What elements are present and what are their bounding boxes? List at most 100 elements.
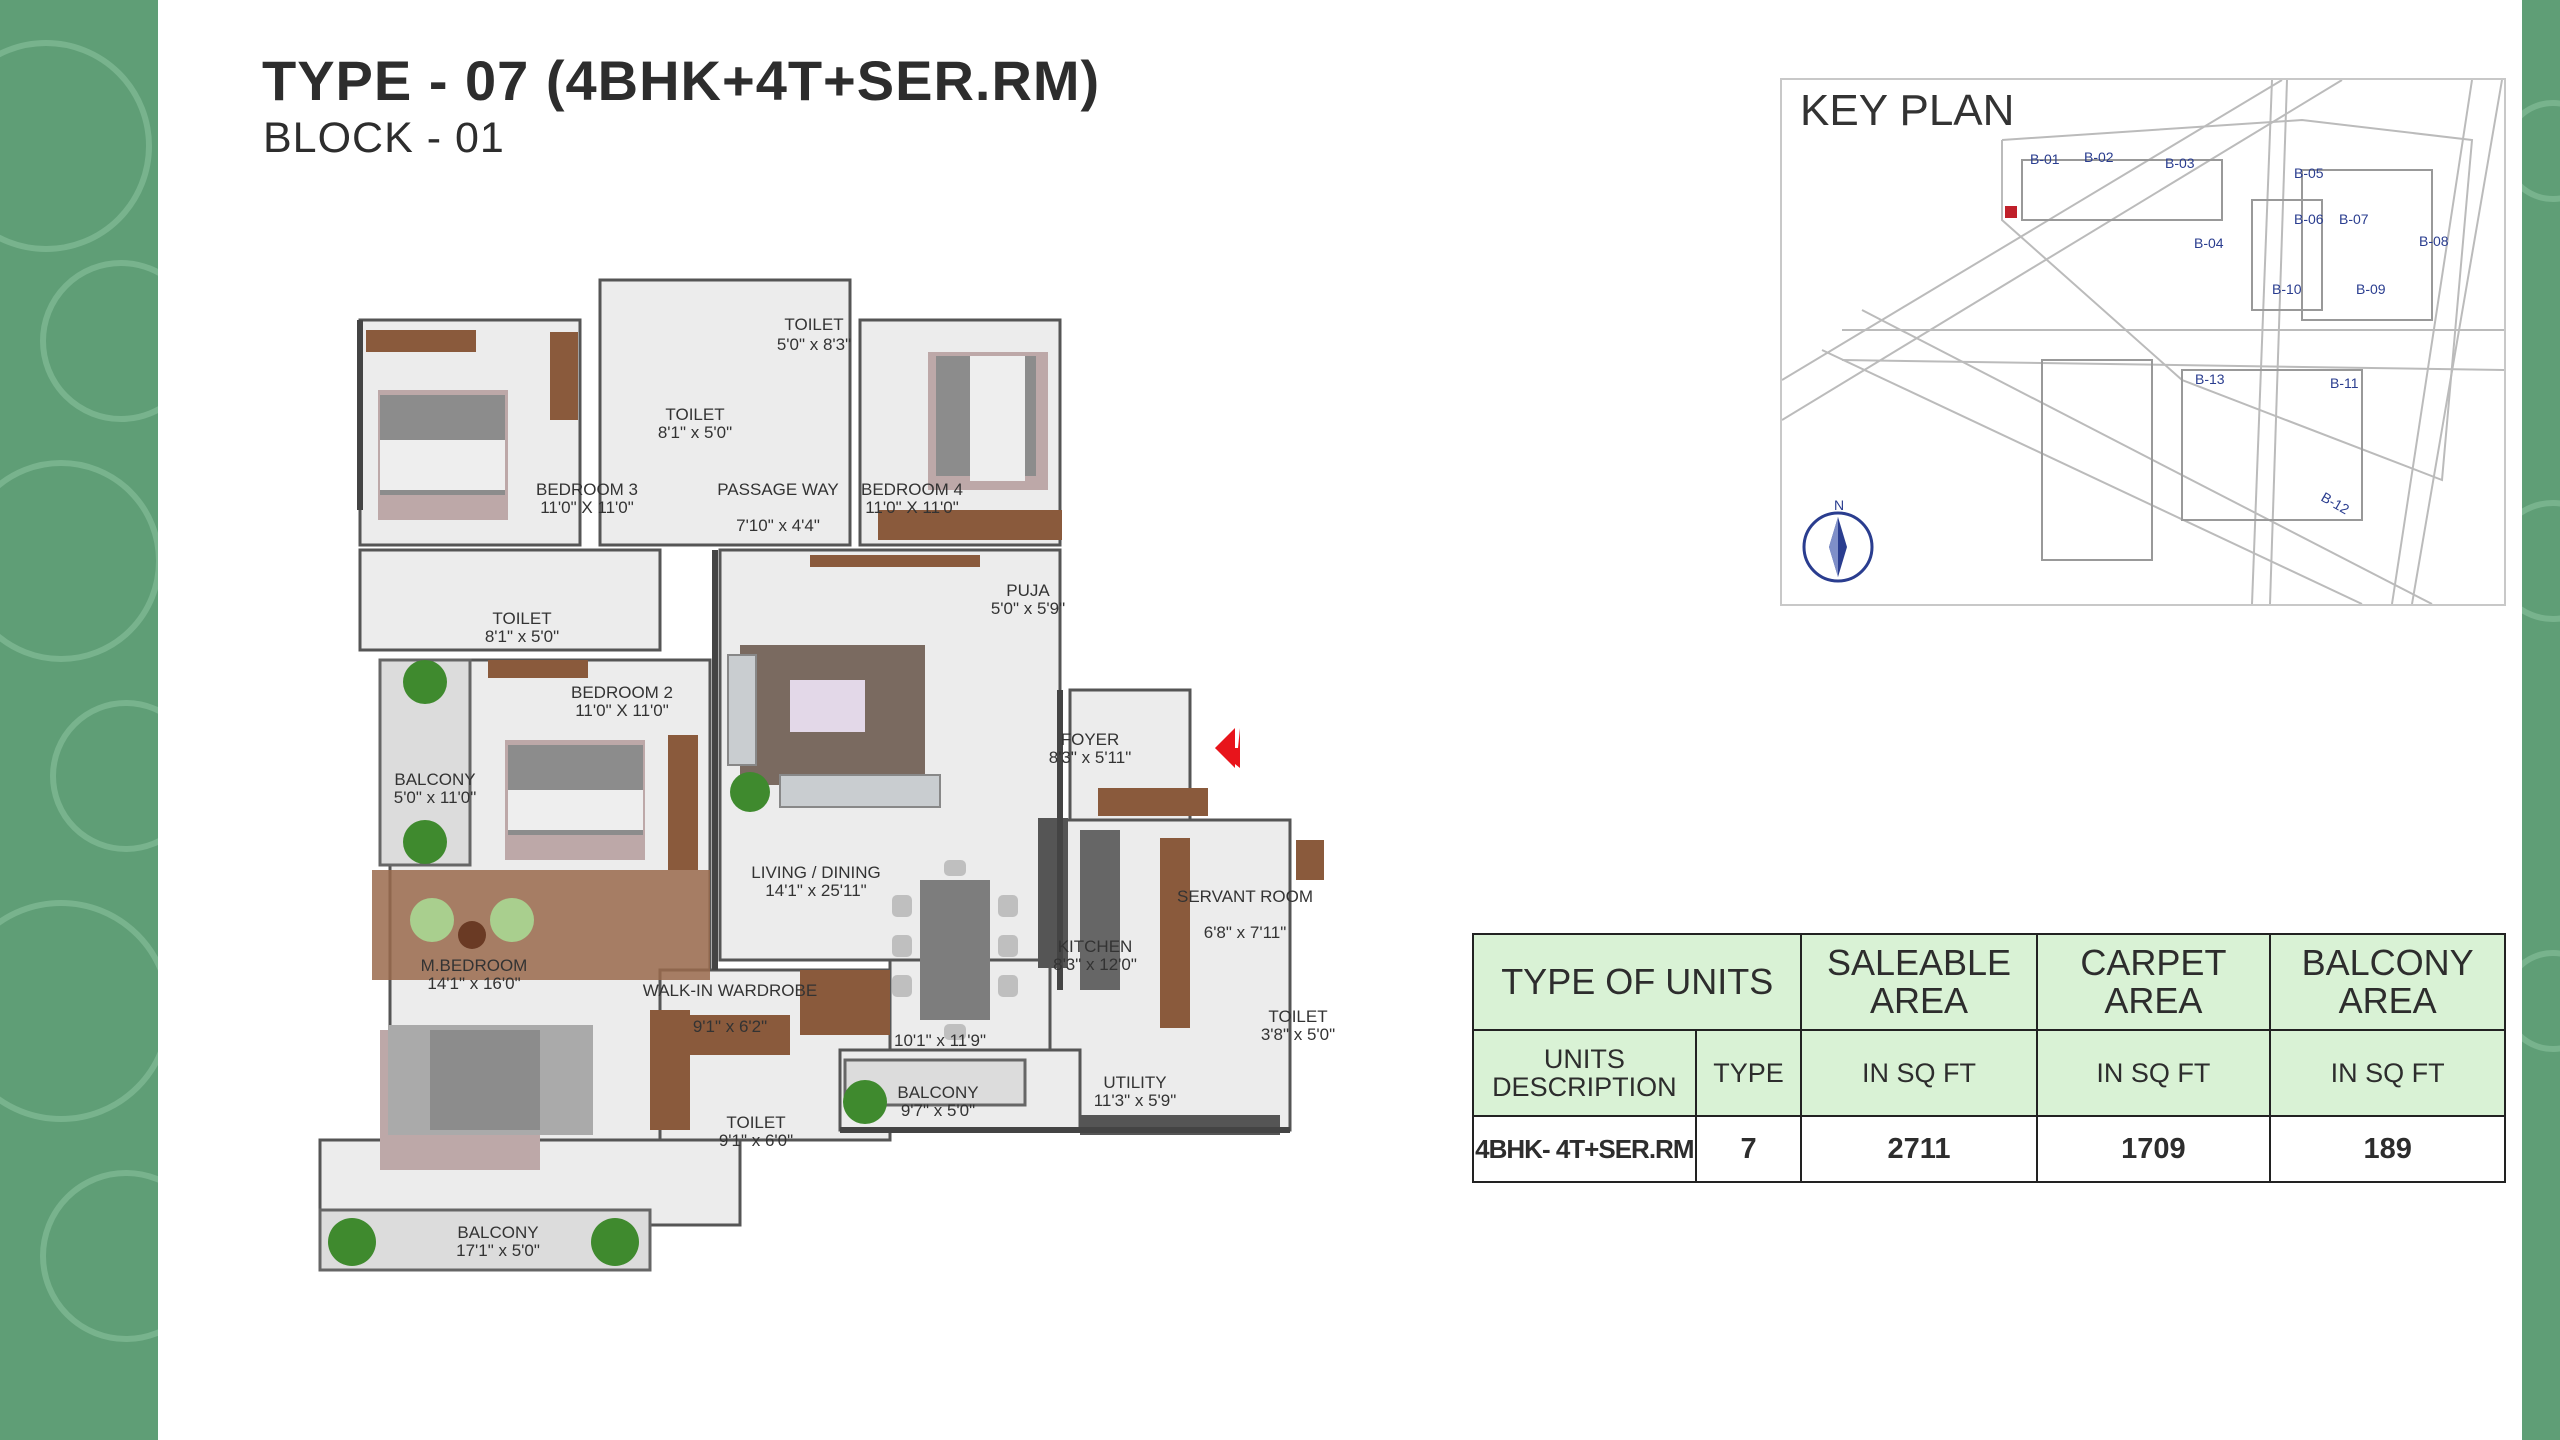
room-label-toilet: TOILET 5'0" x 8'3" xyxy=(777,315,851,354)
right-decorative-band xyxy=(2522,0,2560,1440)
key-plan-block-label: B-02 xyxy=(2084,149,2114,165)
svg-text:SERVANT ROOM: SERVANT ROOM xyxy=(1177,887,1313,906)
svg-text:11'0" X 11'0": 11'0" X 11'0" xyxy=(540,498,634,517)
svg-text:LIVING / DINING: LIVING / DINING xyxy=(751,863,880,882)
svg-text:PASSAGE WAY: PASSAGE WAY xyxy=(717,480,839,499)
key-plan-map: B-01 B-02 B-03 B-04 B-05 B-06 B-07 B-08 … xyxy=(1782,80,2504,604)
key-plan-block-label: B-11 xyxy=(2330,375,2359,391)
bed-icon xyxy=(378,390,508,520)
svg-text:5'0" x 11'0": 5'0" x 11'0" xyxy=(394,788,477,807)
key-plan-block-label: B-05 xyxy=(2294,165,2324,181)
room-label-bedroom-4: BEDROOM 4 11'0" X 11'0" xyxy=(861,480,963,517)
header-saleable-area: SALEABLE AREA xyxy=(1800,933,2038,1031)
room-label-balcony: BALCONY 17'1" x 5'0" xyxy=(456,1223,540,1260)
svg-text:5'0" x 8'3": 5'0" x 8'3" xyxy=(777,335,851,354)
subheader-units-description: UNITS DESCRIPTION xyxy=(1472,1029,1697,1117)
floor-plan-drawing: TOILET 5'0" x 8'3" TOILET 8'1" x 5'0" BE… xyxy=(318,278,1335,1272)
svg-text:7'10" x 4'4": 7'10" x 4'4" xyxy=(736,516,820,535)
svg-text:BEDROOM 4: BEDROOM 4 xyxy=(861,480,963,499)
floor-plan: TOILET 5'0" x 8'3" TOILET 8'1" x 5'0" BE… xyxy=(280,270,1360,1345)
room-label-utility: UTILITY 11'3" x 5'9" xyxy=(1094,1073,1177,1110)
plant-icon xyxy=(328,660,887,1266)
key-plan-title: KEY PLAN xyxy=(1800,86,2015,135)
subheader-carpet-unit: IN SQ FT xyxy=(2035,1029,2272,1117)
bed-icon xyxy=(380,1025,593,1170)
table-row: 4BHK- 4T+SER.RM 7 2711 1709 189 xyxy=(1472,1115,2506,1183)
key-plan-block-label: B-12 xyxy=(2319,489,2353,518)
svg-text:9'1" x 6'0": 9'1" x 6'0" xyxy=(719,1131,793,1150)
dining-table xyxy=(920,880,990,1020)
key-plan-block-label: B-07 xyxy=(2339,211,2369,227)
north-label: N xyxy=(1834,497,1844,513)
page-subtitle: BLOCK - 01 xyxy=(263,114,505,162)
svg-text:KITCHEN: KITCHEN xyxy=(1058,937,1133,956)
cell-saleable: 2711 xyxy=(1800,1115,2038,1183)
room-label-toilet: TOILET 8'1" x 5'0" xyxy=(658,405,732,442)
room-label-passage-way: PASSAGE WAY 7'10" x 4'4" xyxy=(717,480,839,535)
svg-text:8'3" x 12'0": 8'3" x 12'0" xyxy=(1053,955,1137,974)
svg-text:8'1" x 5'0": 8'1" x 5'0" xyxy=(485,627,559,646)
cell-type: 7 xyxy=(1694,1115,1803,1183)
svg-text:TOILET: TOILET xyxy=(492,609,551,628)
key-plan-block-label: B-06 xyxy=(2294,211,2324,227)
svg-text:3'8" x 5'0": 3'8" x 5'0" xyxy=(1261,1025,1335,1044)
svg-text:FOYER: FOYER xyxy=(1061,730,1120,749)
svg-text:9'1" x 6'2": 9'1" x 6'2" xyxy=(693,1017,767,1036)
key-plan-block-label: B-03 xyxy=(2165,155,2195,171)
svg-text:M.BEDROOM: M.BEDROOM xyxy=(421,956,528,975)
svg-text:14'1" x 25'11": 14'1" x 25'11" xyxy=(765,881,866,900)
cell-description: 4BHK- 4T+SER.RM xyxy=(1472,1115,1697,1183)
key-plan-block-label: B-08 xyxy=(2419,233,2449,249)
svg-text:17'1" x 5'0": 17'1" x 5'0" xyxy=(456,1241,540,1260)
room-label-toilet: TOILET 9'1" x 6'0" xyxy=(719,1113,793,1150)
svg-text:WALK-IN WARDROBE: WALK-IN WARDROBE xyxy=(643,981,817,1000)
cell-carpet: 1709 xyxy=(2035,1115,2272,1183)
svg-text:TOILET: TOILET xyxy=(726,1113,785,1132)
key-plan: B-01 B-02 B-03 B-04 B-05 B-06 B-07 B-08 … xyxy=(1780,78,2506,606)
room-label-dining-dimension: 10'1" x 11'9" xyxy=(894,1031,986,1050)
header-balcony-area: BALCONY AREA xyxy=(2269,933,2506,1031)
subheader-type: TYPE xyxy=(1694,1029,1803,1117)
key-plan-block-label: B-09 xyxy=(2356,281,2386,297)
room-label-m-bedroom: M.BEDROOM 14'1" x 16'0" xyxy=(421,956,528,993)
svg-text:BALCONY: BALCONY xyxy=(394,770,475,789)
room-label-balcony: BALCONY 5'0" x 11'0" xyxy=(394,770,477,807)
north-compass-icon: N xyxy=(1802,497,1874,583)
room-label-bedroom-2: BEDROOM 2 11'0" X 11'0" xyxy=(571,683,673,720)
room-label-servant-room: SERVANT ROOM 6'8" x 7'11" xyxy=(1177,887,1313,942)
subheader-saleable-unit: IN SQ FT xyxy=(1800,1029,2038,1117)
left-decorative-band xyxy=(0,0,158,1440)
svg-text:8'1" x 5'0": 8'1" x 5'0" xyxy=(658,423,732,442)
room-label-kitchen: KITCHEN 8'3" x 12'0" xyxy=(1053,937,1137,974)
room-label-toilet: TOILET 3'8" x 5'0" xyxy=(1261,1007,1335,1044)
room-label-toilet: TOILET 8'1" x 5'0" xyxy=(485,609,559,646)
bed-icon xyxy=(505,740,645,860)
svg-text:BEDROOM 2: BEDROOM 2 xyxy=(571,683,673,702)
svg-text:9'7" x 5'0": 9'7" x 5'0" xyxy=(901,1101,975,1120)
svg-text:BEDROOM 3: BEDROOM 3 xyxy=(536,480,638,499)
svg-text:6'8" x 7'11": 6'8" x 7'11" xyxy=(1204,923,1287,942)
key-plan-block-label: B-04 xyxy=(2194,235,2224,251)
svg-text:5'0" x 5'9": 5'0" x 5'9" xyxy=(991,599,1065,618)
room-label-foyer: FOYER 8'3" x 5'11" xyxy=(1049,730,1132,767)
svg-text:TOILET: TOILET xyxy=(665,405,724,424)
svg-text:TOILET: TOILET xyxy=(1268,1007,1327,1026)
header-carpet-area: CARPET AREA xyxy=(2035,933,2272,1031)
page-title: TYPE - 07 (4BHK+4T+SER.RM) xyxy=(262,49,1101,112)
room-label-balcony: BALCONY 9'7" x 5'0" xyxy=(897,1083,978,1120)
svg-text:8'3" x 5'11": 8'3" x 5'11" xyxy=(1049,748,1132,767)
room-label-living-dining: LIVING / DINING 14'1" x 25'11" xyxy=(751,863,880,900)
svg-text:TOILET: TOILET xyxy=(784,315,843,334)
svg-text:14'1" x 16'0": 14'1" x 16'0" xyxy=(427,974,520,993)
svg-text:11'3" x 5'9": 11'3" x 5'9" xyxy=(1094,1091,1177,1110)
svg-text:BALCONY: BALCONY xyxy=(897,1083,978,1102)
svg-text:10'1" x 11'9": 10'1" x 11'9" xyxy=(894,1031,986,1050)
svg-text:UTILITY: UTILITY xyxy=(1103,1073,1166,1092)
key-plan-block-label: B-13 xyxy=(2195,371,2225,387)
svg-text:11'0" X 11'0": 11'0" X 11'0" xyxy=(575,701,669,720)
room-label-walk-in-wardrobe: WALK-IN WARDROBE 9'1" x 6'2" xyxy=(643,981,817,1036)
room-label-puja: PUJA 5'0" x 5'9" xyxy=(991,581,1065,618)
room-label-bedroom-3: BEDROOM 3 11'0" X 11'0" xyxy=(536,480,638,517)
bed-icon xyxy=(928,352,1048,490)
svg-text:PUJA: PUJA xyxy=(1006,581,1050,600)
